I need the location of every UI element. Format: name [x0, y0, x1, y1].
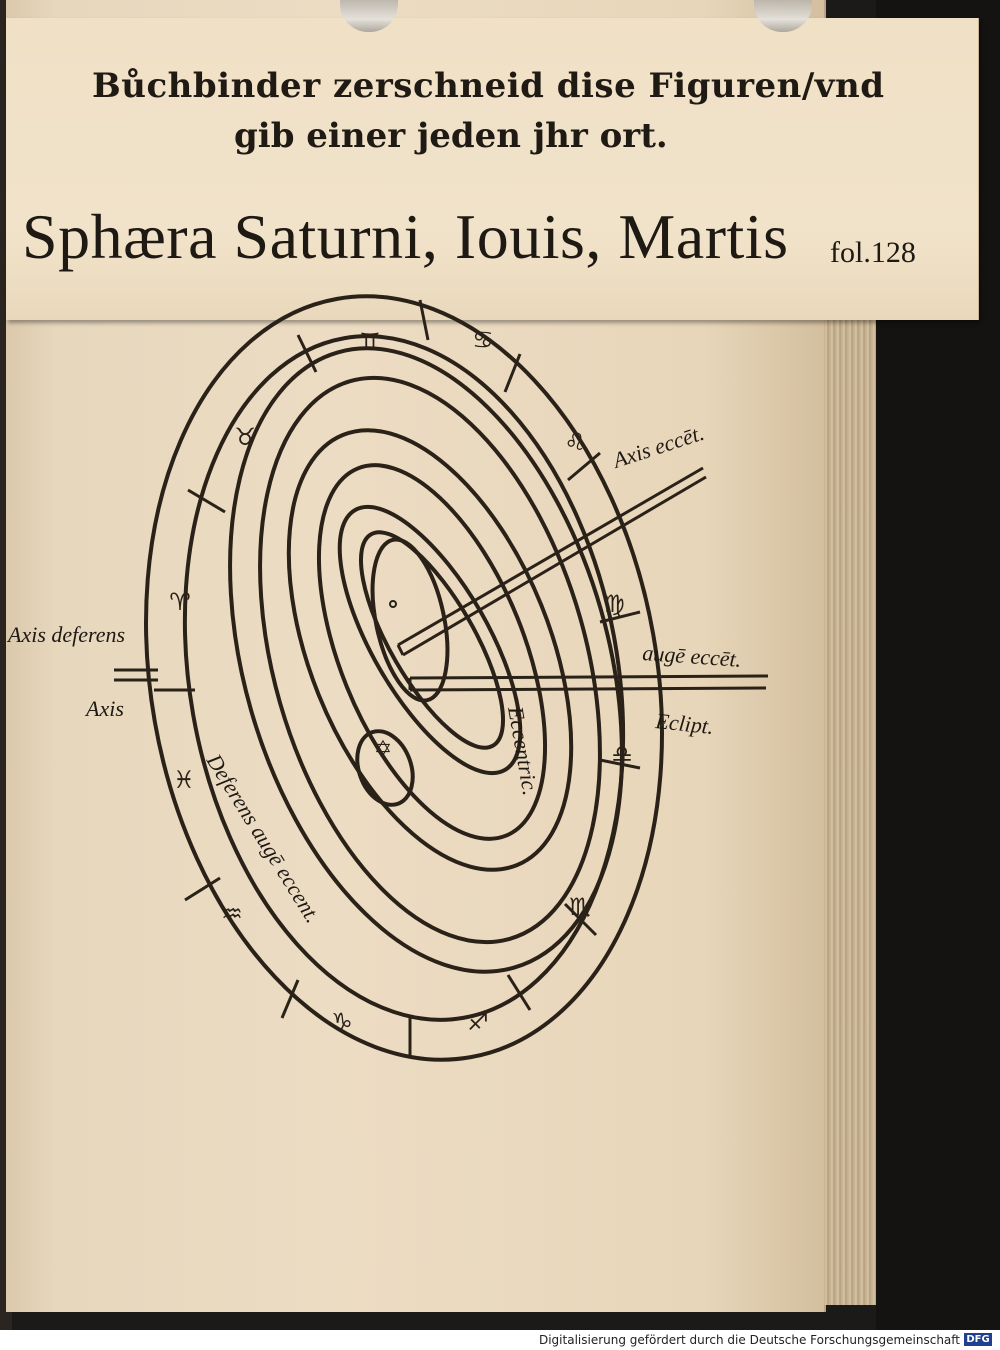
planet-star-icon: ✡ — [374, 737, 392, 762]
zodiac-sign-scorpio: ♏ — [569, 893, 591, 921]
dfg-logo: DFG — [964, 1333, 992, 1346]
earth-band — [370, 537, 450, 703]
digitization-footer: Digitalisierung gefördert durch die Deut… — [0, 1330, 1000, 1350]
zodiac-sign-libra: ♎ — [611, 740, 633, 768]
binder-instruction-line2: gib einer jeden jhr ort. — [234, 116, 668, 156]
folio-reference: fol.128 — [830, 236, 916, 269]
zodiac-sign-gemini: ♊ — [359, 328, 381, 356]
eccentric-ring-outer — [286, 428, 574, 872]
page-title: Sphæra Saturni, Iouis, Martis — [22, 201, 789, 272]
label-axis-eccentric: Axis eccēt. — [608, 420, 707, 473]
footer-credit: Digitalisierung gefördert durch die Deut… — [538, 1333, 960, 1347]
zodiac-sign-aquarius: ♒ — [221, 900, 243, 928]
zodiac-ring-outer — [144, 294, 664, 1062]
inner-orbit-edge — [358, 530, 506, 750]
zodiac-sign-sagittarius: ♐ — [467, 1008, 489, 1036]
label-eccentric: Eccentric. — [503, 704, 543, 798]
deferens-ring-inner — [258, 375, 602, 945]
center-point — [389, 600, 397, 608]
zodiac-sign-capricorn: ♑ — [331, 1008, 353, 1036]
zodiac-sign-virgo: ♍ — [603, 590, 625, 618]
pasted-title-slip: Bůchbinder zerschneid dise Figuren/vnd g… — [6, 18, 979, 320]
axis-deferens-stub — [114, 668, 158, 682]
zodiac-sign-cancer: ♋ — [472, 326, 494, 354]
deferens-ring-outer — [228, 346, 624, 974]
label-ecliptic: Eclipt. — [653, 708, 714, 739]
label-axis: Axis — [84, 696, 124, 721]
epicycle — [355, 729, 415, 807]
label-axis-deferens: Axis deferens — [6, 622, 125, 647]
page-edges — [824, 305, 879, 1305]
binder-instruction-line1: Bůchbinder zerschneid dise Figuren/vnd — [92, 66, 885, 106]
zodiac-sign-leo: ♌ — [564, 428, 586, 456]
zodiac-sign-aries: ♈ — [169, 588, 191, 616]
eccentric-ring-inner — [316, 463, 548, 841]
zodiac-sign-taurus: ♉ — [234, 423, 256, 451]
axis-eccentric-rod — [396, 466, 707, 657]
zodiac-ring-inner — [182, 334, 626, 1022]
ecliptic-axis-rod — [408, 674, 769, 692]
zodiac-sign-pisces: ♓ — [173, 766, 195, 794]
